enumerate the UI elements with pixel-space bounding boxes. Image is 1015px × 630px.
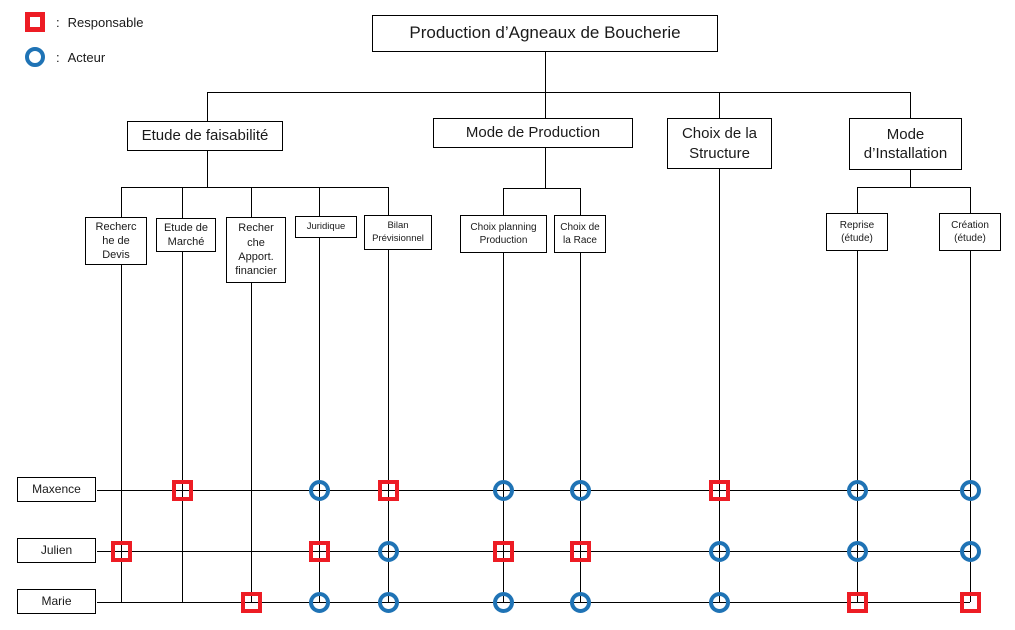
legend: : Responsable : Acteur xyxy=(25,11,144,81)
column-line-juridique xyxy=(319,238,320,602)
branch-sub-drop-line-production xyxy=(545,148,546,188)
column-line-choix-race xyxy=(580,253,581,602)
task-drop-line-bilan-previsionnel xyxy=(388,187,389,215)
task-drop-line-recherche-devis xyxy=(121,187,122,217)
marker-maxence-etude-marche-responsable xyxy=(172,480,193,501)
marker-julien-choix-race-responsable xyxy=(570,541,591,562)
marker-marie-choix-race-acteur xyxy=(570,592,591,613)
marker-julien-recherche-devis-responsable xyxy=(111,541,132,562)
main-connector-line xyxy=(207,92,911,93)
task-drop-line-choix-race xyxy=(580,188,581,215)
sub-connector-line-faisabilite xyxy=(121,187,389,188)
column-line-bilan-previsionnel xyxy=(388,250,389,602)
sub-connector-line-production xyxy=(503,188,581,189)
legend-item-acteur: : Acteur xyxy=(25,46,144,68)
marker-marie-choix-planning-acteur xyxy=(493,592,514,613)
branch-sub-drop-line-installation xyxy=(910,170,911,187)
legend-item-responsable: : Responsable xyxy=(25,11,144,33)
marker-maxence-choix-planning-acteur xyxy=(493,480,514,501)
marker-marie-creation-responsable xyxy=(960,592,981,613)
column-line-choix-planning xyxy=(503,253,504,602)
branch-drop-line-production xyxy=(545,92,546,118)
legend-label-responsable: Responsable xyxy=(67,14,144,30)
task-drop-line-etude-marche xyxy=(182,187,183,218)
legend-separator: : xyxy=(56,49,60,65)
branch-drop-line-structure xyxy=(719,92,720,118)
marker-marie-choix-structure-acteur xyxy=(709,592,730,613)
person-row-line-marie xyxy=(97,602,970,603)
marker-maxence-creation-acteur xyxy=(960,480,981,501)
marker-julien-choix-planning-responsable xyxy=(493,541,514,562)
marker-julien-choix-structure-acteur xyxy=(709,541,730,562)
branch-box-faisabilite: Etude de faisabilité xyxy=(127,121,283,151)
marker-maxence-choix-race-acteur xyxy=(570,480,591,501)
task-drop-line-recherche-apport xyxy=(251,187,252,217)
column-line-reprise xyxy=(857,251,858,602)
marker-marie-bilan-previsionnel-acteur xyxy=(378,592,399,613)
person-label-box-julien: Julien xyxy=(17,538,96,563)
person-row-line-julien xyxy=(97,551,970,552)
person-row-line-maxence xyxy=(97,490,970,491)
person-label-box-maxence: Maxence xyxy=(17,477,96,502)
marker-marie-juridique-acteur xyxy=(309,592,330,613)
marker-julien-reprise-acteur xyxy=(847,541,868,562)
legend-separator: : xyxy=(56,14,60,30)
branch-sub-drop-line-faisabilite xyxy=(207,151,208,187)
marker-maxence-bilan-previsionnel-responsable xyxy=(378,480,399,501)
person-label-box-marie: Marie xyxy=(17,589,96,614)
marker-marie-reprise-responsable xyxy=(847,592,868,613)
task-drop-line-juridique xyxy=(319,187,320,216)
marker-julien-bilan-previsionnel-acteur xyxy=(378,541,399,562)
marker-julien-juridique-responsable xyxy=(309,541,330,562)
column-line-recherche-apport xyxy=(251,283,252,602)
marker-maxence-choix-structure-responsable xyxy=(709,480,730,501)
branch-box-production: Mode de Production xyxy=(433,118,633,148)
root-title-box: Production d’Agneaux de Boucherie xyxy=(372,15,718,52)
task-drop-line-creation xyxy=(970,187,971,213)
marker-julien-creation-acteur xyxy=(960,541,981,562)
task-drop-line-choix-planning xyxy=(503,188,504,215)
task-box-juridique: Juridique xyxy=(295,216,357,238)
task-drop-line-reprise xyxy=(857,187,858,213)
column-line-recherche-devis xyxy=(121,265,122,602)
legend-label-acteur: Acteur xyxy=(67,49,106,65)
column-line-creation xyxy=(970,251,971,602)
title-drop-line xyxy=(545,52,546,92)
marker-maxence-reprise-acteur xyxy=(847,480,868,501)
sub-connector-line-installation xyxy=(857,187,971,188)
branch-drop-line-installation xyxy=(910,92,911,118)
column-line-etude-marche xyxy=(182,252,183,602)
acteur-circle-icon xyxy=(25,47,45,67)
responsable-square-icon xyxy=(25,12,45,32)
column-line-choix-structure xyxy=(719,169,720,602)
task-box-creation: Création(étude) xyxy=(939,213,1001,251)
marker-maxence-juridique-acteur xyxy=(309,480,330,501)
branch-drop-line-faisabilite xyxy=(207,92,208,121)
marker-marie-recherche-apport-responsable xyxy=(241,592,262,613)
task-box-reprise: Reprise(étude) xyxy=(826,213,888,251)
